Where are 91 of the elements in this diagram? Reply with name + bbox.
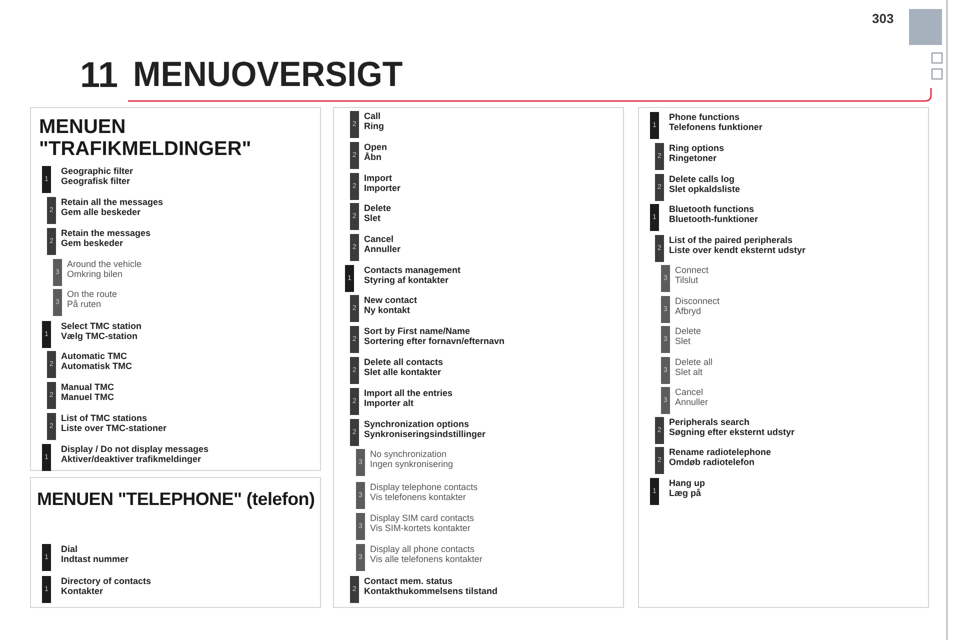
menu-item-label: Afbryd	[675, 306, 702, 316]
menu-item-label: Ringetoner	[669, 153, 717, 163]
menu-item-label: List of the paired peripherals	[669, 235, 793, 245]
menu-item-label: Kontakthukommelsens tilstand	[364, 586, 498, 596]
menu-item-label: Hang up	[669, 478, 705, 488]
menu-item-label: List of TMC stations	[61, 413, 147, 423]
menu-item-label: Delete	[675, 326, 702, 336]
menu-item-label: Delete calls log	[669, 174, 735, 184]
menu-item-label: Gem beskeder	[61, 238, 124, 248]
menu-item-label: Geographic filter	[61, 166, 134, 176]
menu-panel	[638, 107, 929, 608]
menu-item-label: Kontakter	[61, 586, 104, 596]
menu-item-label: Liste over kendt eksternt udstyr	[669, 245, 806, 255]
menu-item-label: Directory of contacts	[61, 576, 152, 586]
menu-item-label: Vis alle telefonens kontakter	[370, 554, 482, 564]
page-number: 303	[872, 11, 894, 26]
menu-item-label: Annuller	[364, 244, 401, 254]
menu-item-label: Display telephone contacts	[370, 482, 478, 492]
menu-item-label: Cancel	[364, 234, 394, 244]
menu-item-label: Omdøb radiotelefon	[669, 457, 754, 467]
menu-item-label: Slet alle kontakter	[364, 367, 442, 377]
menu-item-label: Geografisk filter	[61, 176, 130, 186]
page-title: MENUOVERSIGT	[133, 55, 403, 95]
menu-item-label: Gem alle beskeder	[61, 207, 141, 217]
menu-item-label: Slet	[675, 336, 691, 346]
menu-item-label: Tilslut	[675, 275, 698, 285]
menu-item-label: Telefonens funktioner	[669, 122, 762, 132]
menu-item-label: Læg på	[669, 488, 702, 498]
menu-item-label: Vælg TMC-station	[61, 331, 138, 341]
menu-item-label: Delete all contacts	[364, 357, 444, 367]
menu-item-label: No synchronization	[370, 449, 447, 459]
menu-item-label: Delete all	[675, 357, 713, 367]
menu-item-label: Contact mem. status	[364, 576, 453, 586]
menu-item-label: On the route	[67, 289, 118, 299]
menu-item-label: Manual TMC	[61, 382, 114, 392]
menu-item-label: Aktiver/deaktiver trafikmeldinger	[61, 454, 202, 464]
menu-item-label: På ruten	[67, 299, 102, 309]
menu-item-label: Indtast nummer	[61, 554, 129, 564]
menu-item-label: Automatic TMC	[61, 351, 127, 361]
menu-item-label: Import all the entries	[364, 388, 453, 398]
menu-item-label: Open	[364, 142, 388, 152]
menu-item-label: Synchronization options	[364, 419, 469, 429]
menu-item-label: Styring af kontakter	[364, 275, 449, 285]
menu-item-label: Contacts management	[364, 265, 461, 275]
menu-item-label: Ny kontakt	[364, 305, 410, 315]
menu-item-label: Display all phone contacts	[370, 544, 475, 554]
menu-item-label: Synkroniseringsindstillinger	[364, 429, 486, 439]
menu-item-label: Sort by First name/Name	[364, 326, 470, 336]
menu-item-label: Display / Do not display messages	[61, 444, 209, 454]
menu-item-label: Rename radiotelephone	[669, 447, 772, 457]
menu-item-label: Automatisk TMC	[61, 361, 132, 371]
menu-item-label: New contact	[364, 295, 418, 305]
menu-item-label: Importer	[364, 183, 401, 193]
menu-item-label: Disconnect	[675, 296, 720, 306]
menu-item-label: Peripherals search	[669, 417, 750, 427]
menu-item-label: Slet alt	[675, 367, 703, 377]
menu-panel	[30, 477, 321, 608]
menu-item-label: Omkring bilen	[67, 269, 123, 279]
menu-item-label: Call	[364, 111, 381, 121]
menu-item-label: Vis telefonens kontakter	[370, 492, 466, 502]
menu-item-label: Ingen synkronisering	[370, 459, 454, 469]
menu-item-label: Select TMC station	[61, 321, 142, 331]
menu-item-label: Ring options	[669, 143, 724, 153]
menu-panel	[333, 107, 624, 608]
menu-item-label: Delete	[364, 203, 392, 213]
menu-item-label: Bluetooth functions	[669, 204, 754, 214]
menu-item-label: Bluetooth-funktioner	[669, 214, 758, 224]
menu-item-label: Vis SIM-kortets kontakter	[370, 523, 470, 533]
menu-item-label: Annuller	[675, 397, 708, 407]
panel-heading: MENUEN "TRAFIKMELDINGER"	[39, 116, 252, 160]
menu-item-label: Åbn	[364, 152, 382, 162]
menu-item-label: Ring	[364, 121, 384, 131]
menu-item-label: Slet opkaldsliste	[669, 184, 740, 194]
menu-item-label: Liste over TMC-stationer	[61, 423, 167, 433]
chapter-number: 11	[80, 55, 118, 95]
menu-item-label: Søgning efter eksternt udstyr	[669, 427, 795, 437]
menu-item-label: Retain the messages	[61, 228, 151, 238]
menu-item-label: Dial	[61, 544, 78, 554]
menu-item-label: Importer alt	[364, 398, 414, 408]
menu-item-label: Connect	[675, 265, 709, 275]
menu-item-label: Manuel TMC	[61, 392, 114, 402]
menu-item-label: Import	[364, 173, 392, 183]
menu-item-label: Slet	[364, 213, 381, 223]
menu-item-label: Retain all the messages	[61, 197, 164, 207]
menu-item-label: Sortering efter fornavn/efternavn	[364, 336, 505, 346]
menu-item-label: Cancel	[675, 387, 704, 397]
panel-heading: MENUEN "TELEPHONE" (telefon)	[37, 488, 315, 510]
menu-item-label: Phone functions	[669, 112, 740, 122]
menu-item-label: Display SIM card contacts	[370, 513, 474, 523]
menu-panel	[30, 107, 321, 471]
menu-item-label: Around the vehicle	[67, 259, 142, 269]
